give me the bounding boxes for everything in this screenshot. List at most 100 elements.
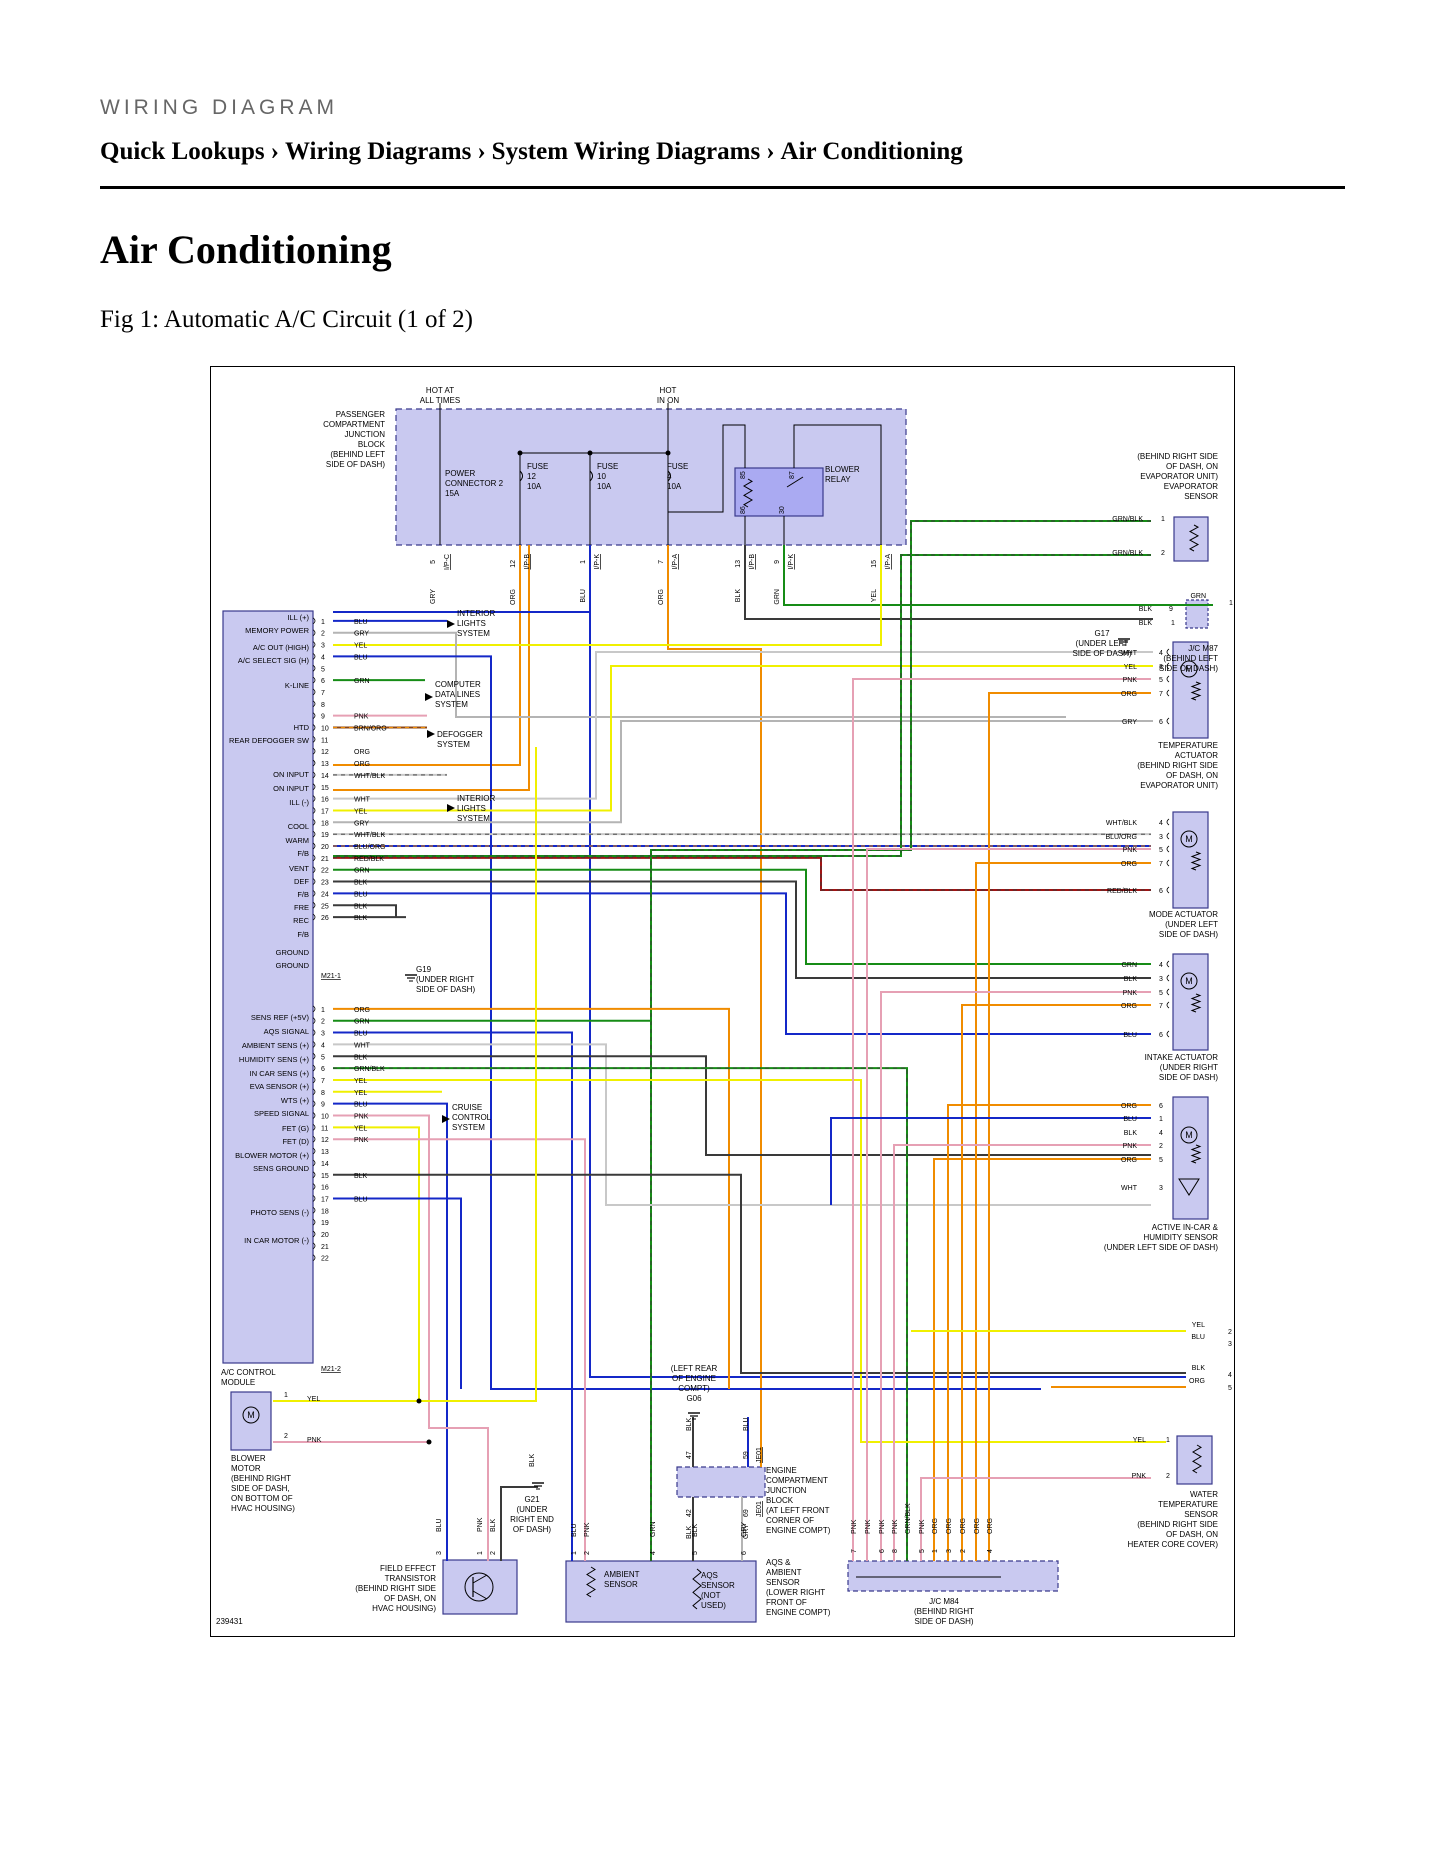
aqs-ambient-sensor	[565, 1560, 757, 1623]
breadcrumb-item-air-conditioning[interactable]: Air Conditioning	[780, 138, 963, 165]
module-function-label: HUMIDITY SENS (+)	[239, 1055, 310, 1064]
component-pin: 3	[436, 1551, 443, 1555]
pin-bracket	[312, 878, 316, 885]
junction-dot	[426, 1439, 432, 1445]
module-function-label: MEMORY POWER	[245, 626, 309, 635]
pin-bracket	[312, 629, 316, 637]
wire-color-label: GRN/BLK	[1112, 550, 1143, 557]
module-pin: 21	[321, 856, 329, 863]
component-pin: 6	[879, 1549, 886, 1553]
module-pin: 18	[321, 1208, 329, 1215]
water-temp-sensor-label: WATER	[1190, 1490, 1218, 1499]
motor-icon	[1180, 830, 1198, 848]
component-pin: 9	[1169, 606, 1173, 613]
wire-color-label: GRN/BLK	[905, 1503, 912, 1534]
arrow-icon	[447, 620, 455, 628]
pin-bracket	[1166, 974, 1170, 982]
pin-bracket	[312, 1183, 316, 1190]
component-pin: 3	[1159, 976, 1163, 983]
pin-bracket	[312, 747, 316, 755]
wire-color-label: BLK	[1139, 606, 1153, 613]
pin-bracket	[312, 641, 316, 648]
wire-blk	[333, 904, 397, 918]
blower-relay-label: RELAY	[825, 475, 851, 484]
wire-color-label: BLK	[1124, 976, 1138, 983]
component-pin: 5	[1228, 1385, 1232, 1392]
aqs-ambient-sensor-label: SENSOR	[766, 1578, 800, 1587]
pin-bracket	[312, 1206, 316, 1214]
wire-color-label: ORG	[946, 1518, 953, 1534]
wire-color-label: YEL	[354, 808, 367, 815]
pin-bracket	[312, 759, 316, 767]
computer-data-callout: COMPUTER	[435, 680, 481, 689]
wire-color-label: PNK	[1123, 990, 1138, 997]
wire-color-label: PNK	[1132, 1473, 1147, 1480]
motor-icon	[242, 1406, 260, 1424]
module-pin: 12	[321, 1137, 329, 1144]
g19-label: G19	[416, 965, 432, 974]
component-pin: 4	[1159, 962, 1163, 969]
in-car-sensor-label: ACTIVE IN-CAR &	[1152, 1223, 1219, 1232]
module-pin: 1	[321, 619, 325, 626]
module-pin: 15	[321, 1173, 329, 1180]
module-function-label: SENS GROUND	[253, 1164, 309, 1173]
breadcrumb-separator: ›	[766, 138, 775, 165]
defogger-callout: SYSTEM	[437, 740, 470, 749]
pin-bracket	[312, 1041, 316, 1048]
wire-stripe	[333, 857, 1151, 891]
connector-id: I/P-C	[444, 554, 451, 570]
component-pin: 4	[1159, 1130, 1163, 1137]
section-kicker: WIRING DIAGRAM	[100, 96, 338, 119]
module-pin: 16	[321, 797, 329, 804]
wire-color-label: YEL	[1133, 1437, 1146, 1444]
fuse-4-label: 4	[667, 472, 672, 481]
wire-org	[667, 545, 762, 1467]
pin-bracket	[312, 1088, 316, 1096]
connector-pin: 15	[871, 560, 878, 568]
component-pin: 1	[932, 1549, 939, 1553]
aqs-ambient-sensor-label: (LOWER RIGHT	[766, 1588, 825, 1597]
breadcrumb-item-quick-lookups[interactable]: Quick Lookups	[100, 138, 265, 165]
wire-pnk	[333, 1114, 489, 1561]
pin-bracket	[312, 901, 316, 909]
wire-color-label: YEL	[354, 643, 367, 650]
wire-color-label: PNK	[584, 1522, 591, 1537]
jc-m84-label: (BEHIND RIGHT	[914, 1607, 974, 1616]
wire-color-label: ORG	[354, 749, 370, 756]
wire-blu	[333, 892, 1151, 1035]
relay-pin: 30	[779, 506, 786, 514]
fuse-icon	[667, 470, 671, 482]
water-temp-sensor-label: (BEHIND RIGHT SIDE	[1137, 1520, 1218, 1529]
component-pin: 7	[1159, 691, 1163, 698]
wire-color-label: BRN/ORG	[354, 726, 387, 733]
pin-bracket	[312, 818, 316, 826]
wire-color-label: WHT	[1121, 1185, 1138, 1192]
breadcrumb-item-system-wiring-diagrams[interactable]: System Wiring Diagrams	[491, 138, 761, 165]
wire-pnk	[852, 678, 1151, 1561]
breadcrumb-item-wiring-diagrams[interactable]: Wiring Diagrams	[285, 138, 472, 165]
wire-color-label: YEL	[871, 589, 878, 602]
wire-color-label: BLU	[354, 1031, 368, 1038]
module-function-label: ILL (+)	[287, 613, 309, 622]
module-pin: 6	[321, 1066, 325, 1073]
pin-bracket	[312, 854, 316, 862]
wire-color-label: YEL	[354, 1125, 367, 1132]
engine-jb-label: COMPARTMENT	[766, 1476, 828, 1485]
aqs-ambient-sensor-label: AQS &	[766, 1558, 791, 1567]
wire-color-label: PNK	[354, 714, 369, 721]
module-function-label: A/C SELECT SIG (H)	[238, 656, 310, 665]
pin-bracket	[312, 712, 316, 719]
component-pin: 2	[1228, 1329, 1232, 1336]
wire-yel	[333, 545, 882, 646]
fuse-10-label: 10A	[597, 482, 612, 491]
wire-color-label: BLK	[354, 1173, 368, 1180]
component-pin: 8	[892, 1549, 899, 1553]
pin-bracket	[312, 842, 316, 850]
component-pin: 42	[686, 1509, 693, 1517]
wire-color-label: PNK	[919, 1519, 926, 1534]
blower-motor-label: SIDE OF DASH,	[231, 1484, 290, 1493]
wire-color-label: GRY	[354, 631, 369, 638]
power-connector-label: CONNECTOR 2	[445, 479, 504, 488]
resistor-icon	[1190, 1144, 1202, 1164]
pin-bracket	[312, 653, 316, 660]
